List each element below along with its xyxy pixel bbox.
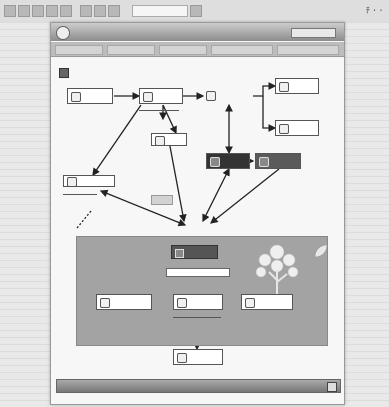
arrow: [168, 140, 187, 223]
forward-button[interactable]: [18, 5, 30, 17]
arrow: [162, 104, 177, 135]
section-icon: [59, 68, 69, 78]
arrow: [262, 96, 277, 132]
favorites-button[interactable]: [94, 5, 106, 17]
app-header: [51, 23, 344, 41]
browser-toolbar: ﾁ ･ ･: [0, 0, 389, 23]
arrow: [99, 189, 187, 227]
center-node[interactable]: [171, 245, 218, 259]
go-button[interactable]: [190, 5, 202, 17]
flow-node[interactable]: [255, 153, 301, 169]
nav-tab-2[interactable]: [107, 45, 155, 55]
flow-node[interactable]: [241, 294, 293, 310]
flow-node[interactable]: [203, 88, 253, 104]
node-icon: [279, 82, 289, 92]
node-icon: [245, 298, 255, 308]
logo-icon: [56, 26, 70, 40]
nav-bar: [51, 42, 344, 57]
node-icon: [210, 157, 220, 167]
status-badge: [151, 195, 173, 205]
arrow: [209, 168, 280, 224]
node-icon: [279, 124, 289, 134]
app-window: [50, 22, 345, 405]
flow-node[interactable]: [275, 120, 319, 136]
refresh-button[interactable]: [46, 5, 58, 17]
search-button[interactable]: [80, 5, 92, 17]
user-field[interactable]: [291, 28, 336, 38]
arrow: [76, 210, 92, 229]
node-icon: [155, 136, 165, 146]
nav-tab-3[interactable]: [159, 45, 207, 55]
section-title: [59, 67, 202, 78]
arrow: [253, 82, 277, 97]
flow-node[interactable]: [67, 88, 113, 104]
node-icon: [143, 92, 153, 102]
stop-button[interactable]: [32, 5, 44, 17]
node-sub-line: [173, 312, 221, 318]
flow-node[interactable]: [151, 133, 187, 146]
nav-tab-4[interactable]: [211, 45, 273, 55]
footer-icon[interactable]: [327, 382, 337, 392]
tree-icon: [255, 244, 299, 298]
flow-node[interactable]: [275, 78, 319, 94]
flow-node[interactable]: [63, 175, 115, 187]
flow-node[interactable]: [173, 294, 223, 310]
nav-tab-1[interactable]: [55, 45, 103, 55]
flow-node[interactable]: [139, 88, 183, 104]
home-button[interactable]: [60, 5, 72, 17]
node-icon: [71, 92, 81, 102]
footer-bar: [56, 379, 341, 393]
back-button[interactable]: [4, 5, 16, 17]
node-sub-line: [139, 105, 179, 111]
node-icon: [259, 157, 269, 167]
address-bar[interactable]: [132, 5, 188, 17]
leaf-icon: [314, 244, 328, 258]
arrow: [202, 167, 230, 223]
flow-node[interactable]: [173, 349, 223, 365]
node-icon: [177, 353, 187, 363]
node-icon: [67, 177, 77, 187]
history-button[interactable]: [108, 5, 120, 17]
node-sub-line: [63, 189, 97, 195]
nav-tab-5[interactable]: [277, 45, 339, 55]
toolbar-menu[interactable]: ﾁ ･ ･: [365, 6, 383, 15]
node-icon: [100, 298, 110, 308]
arrow: [92, 104, 142, 177]
flow-node[interactable]: [96, 294, 152, 310]
node-icon: [206, 91, 216, 101]
flow-node[interactable]: [206, 153, 250, 169]
center-input[interactable]: [166, 268, 230, 277]
node-icon: [177, 298, 187, 308]
node-icon: [175, 249, 184, 258]
